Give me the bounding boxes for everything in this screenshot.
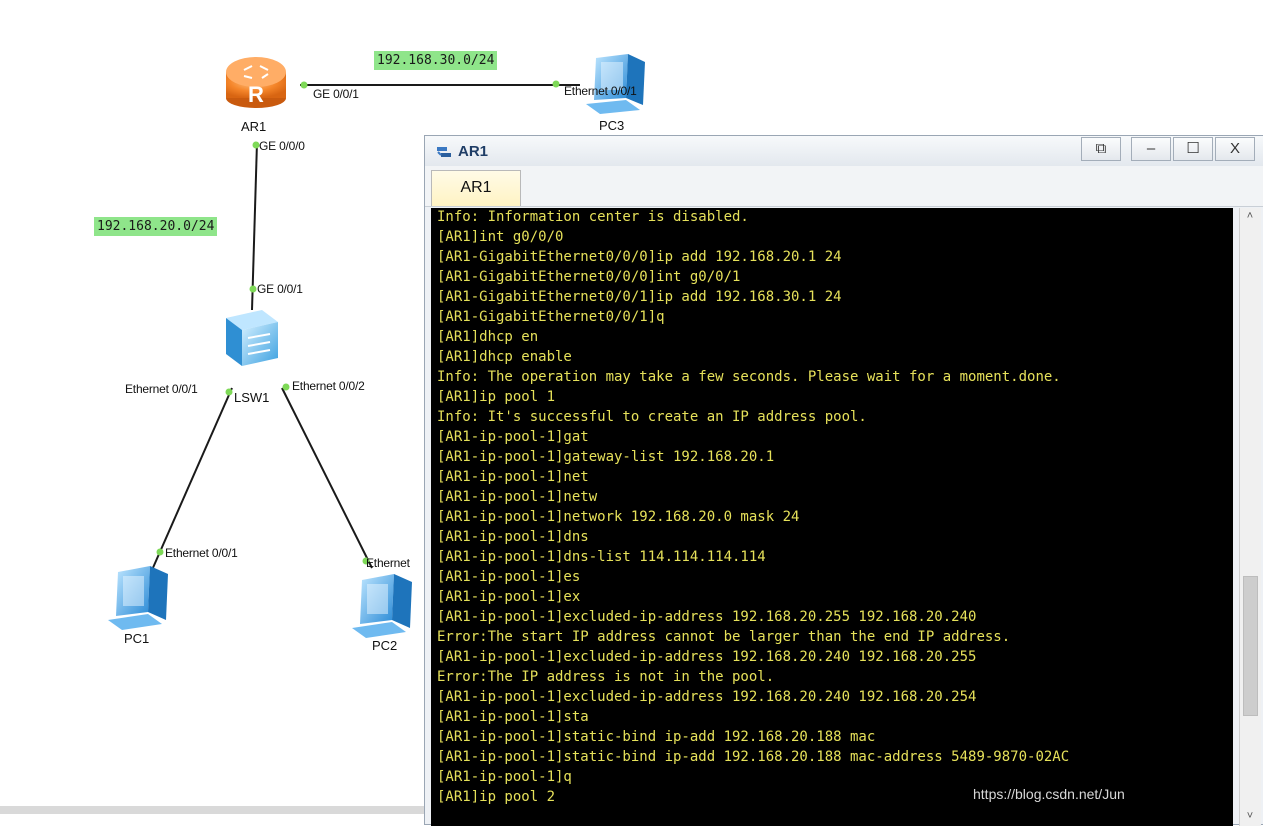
device-label-lsw1: LSW1 <box>234 390 270 405</box>
device-label-pc2: PC2 <box>372 638 398 653</box>
pc2-icon[interactable] <box>352 574 412 638</box>
port-label-lsw1-eth002: Ethernet 0/0/2 <box>292 379 365 393</box>
terminal-lines: Info: Information center is disabled. [AR… <box>437 208 1069 807</box>
link-lsw1-pc1[interactable] <box>151 387 233 571</box>
port-label-pc1-eth: Ethernet 0/0/1 <box>165 546 238 560</box>
terminal-line: [AR1-ip-pool-1]dns <box>437 529 589 545</box>
terminal-line: [AR1-ip-pool-1]gat <box>437 429 589 445</box>
scroll-up-arrow-icon[interactable]: ˄ <box>1246 210 1254 222</box>
terminal-line: Error:The start IP address cannot be lar… <box>437 629 1011 645</box>
terminal-line: [AR1-GigabitEthernet0/0/0]ip add 192.168… <box>437 249 842 265</box>
close-button[interactable]: X <box>1215 137 1255 161</box>
canvas-horizontal-scrollbar[interactable] <box>0 806 424 814</box>
pc3-icon[interactable] <box>586 54 645 114</box>
tab-ar1[interactable]: AR1 <box>431 170 521 206</box>
watermark: https://blog.csdn.net/Jun <box>973 786 1125 802</box>
port-label-lsw1-eth001: Ethernet 0/0/1 <box>125 382 198 396</box>
port-dot <box>282 383 290 391</box>
terminal-line: [AR1-ip-pool-1]ex <box>437 589 581 605</box>
terminal-icon <box>437 147 451 157</box>
restore-button[interactable]: ⧉ <box>1081 137 1121 161</box>
subnet-label-192-168-30: 192.168.30.0/24 <box>374 51 498 70</box>
minimize-button[interactable]: – <box>1131 137 1171 161</box>
terminal-line: Error:The IP address is not in the pool. <box>437 669 775 685</box>
terminal-line: [AR1-ip-pool-1]static-bind ip-add 192.16… <box>437 729 876 745</box>
terminal-line: [AR1-ip-pool-1]netw <box>437 489 598 505</box>
console-titlebar[interactable]: AR1 ⧉ – ☐ X <box>425 136 1263 166</box>
port-dot <box>300 81 308 89</box>
terminal-line: [AR1-ip-pool-1]gateway-list 192.168.20.1 <box>437 449 775 465</box>
port-label-pc3-eth: Ethernet 0/0/1 <box>564 84 637 98</box>
scroll-thumb[interactable] <box>1243 576 1258 716</box>
port-dot <box>225 388 233 396</box>
link-ar1-lsw1[interactable] <box>251 141 258 311</box>
terminal-line: [AR1]dhcp enable <box>437 349 572 365</box>
port-label-ar1-ge000: GE 0/0/0 <box>259 139 305 153</box>
console-window[interactable]: AR1 ⧉ – ☐ X AR1 Info: Information center… <box>424 135 1263 826</box>
terminal-line: [AR1-ip-pool-1]dns-list 114.114.114.114 <box>437 549 766 565</box>
terminal-line: [AR1-GigabitEthernet0/0/1]ip add 192.168… <box>437 289 842 305</box>
link-lsw1-pc2[interactable] <box>281 387 373 569</box>
port-dot <box>156 548 164 556</box>
port-dot <box>362 557 370 565</box>
device-label-pc3: PC3 <box>599 118 625 133</box>
pc1-icon[interactable] <box>108 566 168 630</box>
terminal-line: Info: Information center is disabled. <box>437 209 749 225</box>
port-label-lsw1-ge001: GE 0/0/1 <box>257 282 303 296</box>
terminal-line: [AR1-ip-pool-1]static-bind ip-add 192.16… <box>437 749 1070 765</box>
device-label-pc1: PC1 <box>124 631 150 646</box>
scroll-down-arrow-icon[interactable]: ˅ <box>1246 810 1254 822</box>
terminal-line: [AR1-ip-pool-1]excluded-ip-address 192.1… <box>437 649 977 665</box>
console-tabstrip: AR1 <box>425 166 1263 207</box>
terminal-line: [AR1-ip-pool-1]sta <box>437 709 589 725</box>
terminal-line: [AR1-ip-pool-1]es <box>437 569 581 585</box>
terminal-line: [AR1]int g0/0/0 <box>437 229 564 245</box>
router-icon[interactable]: R <box>226 57 286 108</box>
terminal-output[interactable]: Info: Information center is disabled. [AR… <box>431 208 1233 826</box>
terminal-line: [AR1-ip-pool-1]network 192.168.20.0 mask… <box>437 509 800 525</box>
terminal-line: [AR1]ip pool 2 <box>437 789 556 805</box>
terminal-line: Info: The operation may take a few secon… <box>437 369 1061 385</box>
terminal-line: [AR1]ip pool 1 <box>437 389 556 405</box>
subnet-label-192-168-20: 192.168.20.0/24 <box>94 217 218 236</box>
terminal-line: [AR1]dhcp en <box>437 329 539 345</box>
terminal-line: [AR1-GigabitEthernet0/0/1]q <box>437 309 665 325</box>
terminal-line: [AR1-ip-pool-1]excluded-ip-address 192.1… <box>437 689 977 705</box>
terminal-line: Info: It's successful to create an IP ad… <box>437 409 867 425</box>
terminal-scrollbar[interactable]: ˄ ˅ <box>1239 208 1261 826</box>
console-title: AR1 <box>458 143 489 160</box>
maximize-button[interactable]: ☐ <box>1173 137 1213 161</box>
terminal-line: [AR1-GigabitEthernet0/0/0]int g0/0/1 <box>437 269 741 285</box>
port-dot <box>252 141 260 149</box>
port-label-ar1-ge001: GE 0/0/1 <box>313 87 359 101</box>
terminal-line: [AR1-ip-pool-1]q <box>437 769 572 785</box>
port-label-pc2-eth: Ethernet <box>366 556 410 570</box>
terminal-line: [AR1-ip-pool-1]excluded-ip-address 192.1… <box>437 609 977 625</box>
switch-icon[interactable] <box>226 310 278 366</box>
port-dot <box>249 285 257 293</box>
port-dot <box>552 80 560 88</box>
svg-text:R: R <box>248 82 264 107</box>
terminal-line: [AR1-ip-pool-1]net <box>437 469 589 485</box>
device-label-ar1: AR1 <box>241 119 267 134</box>
